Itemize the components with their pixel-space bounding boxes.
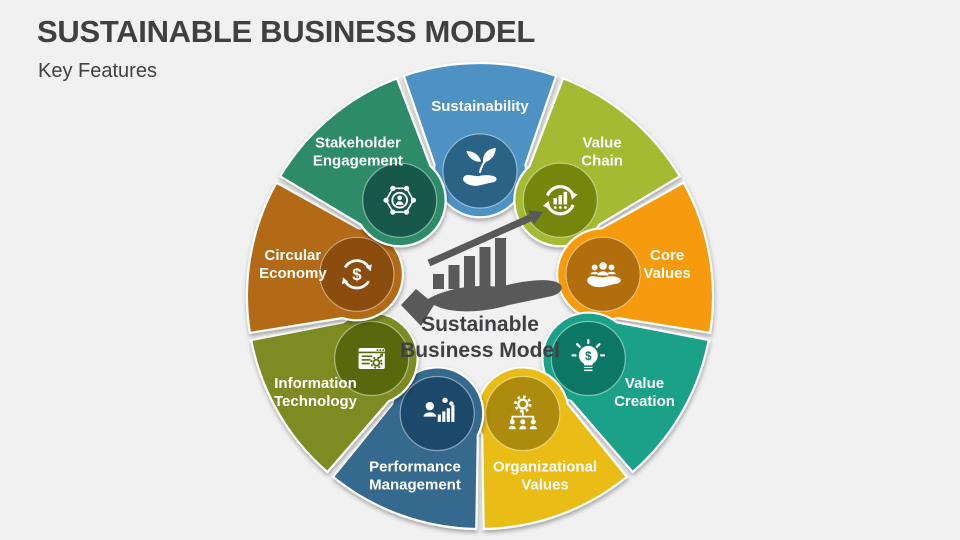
svg-text:$: $ <box>352 265 362 284</box>
svg-text:$: $ <box>585 351 592 363</box>
segment-performance-management-disc <box>399 375 475 452</box>
network-person-icon <box>383 185 416 215</box>
cycle-bar-chart-icon <box>542 185 578 216</box>
segment-sustainability: Sustainability <box>402 61 558 219</box>
slide-subtitle: Key Features <box>38 60 157 82</box>
hand-sprout-icon <box>463 147 497 186</box>
bulb-dollar-icon: $ <box>571 338 606 372</box>
hand-growth-chart-icon <box>401 210 562 326</box>
slide-title: SUSTAINABLE BUSINESS MODEL <box>37 14 535 49</box>
hand-people-icon <box>587 262 621 288</box>
browser-gear-icon <box>358 348 385 369</box>
person-chart-icon <box>423 397 455 422</box>
segment-sustainability-label: Sustainability <box>431 98 529 115</box>
dollar-cycle-icon: $ <box>341 259 372 290</box>
segment-circular-economy-disc <box>319 236 395 312</box>
